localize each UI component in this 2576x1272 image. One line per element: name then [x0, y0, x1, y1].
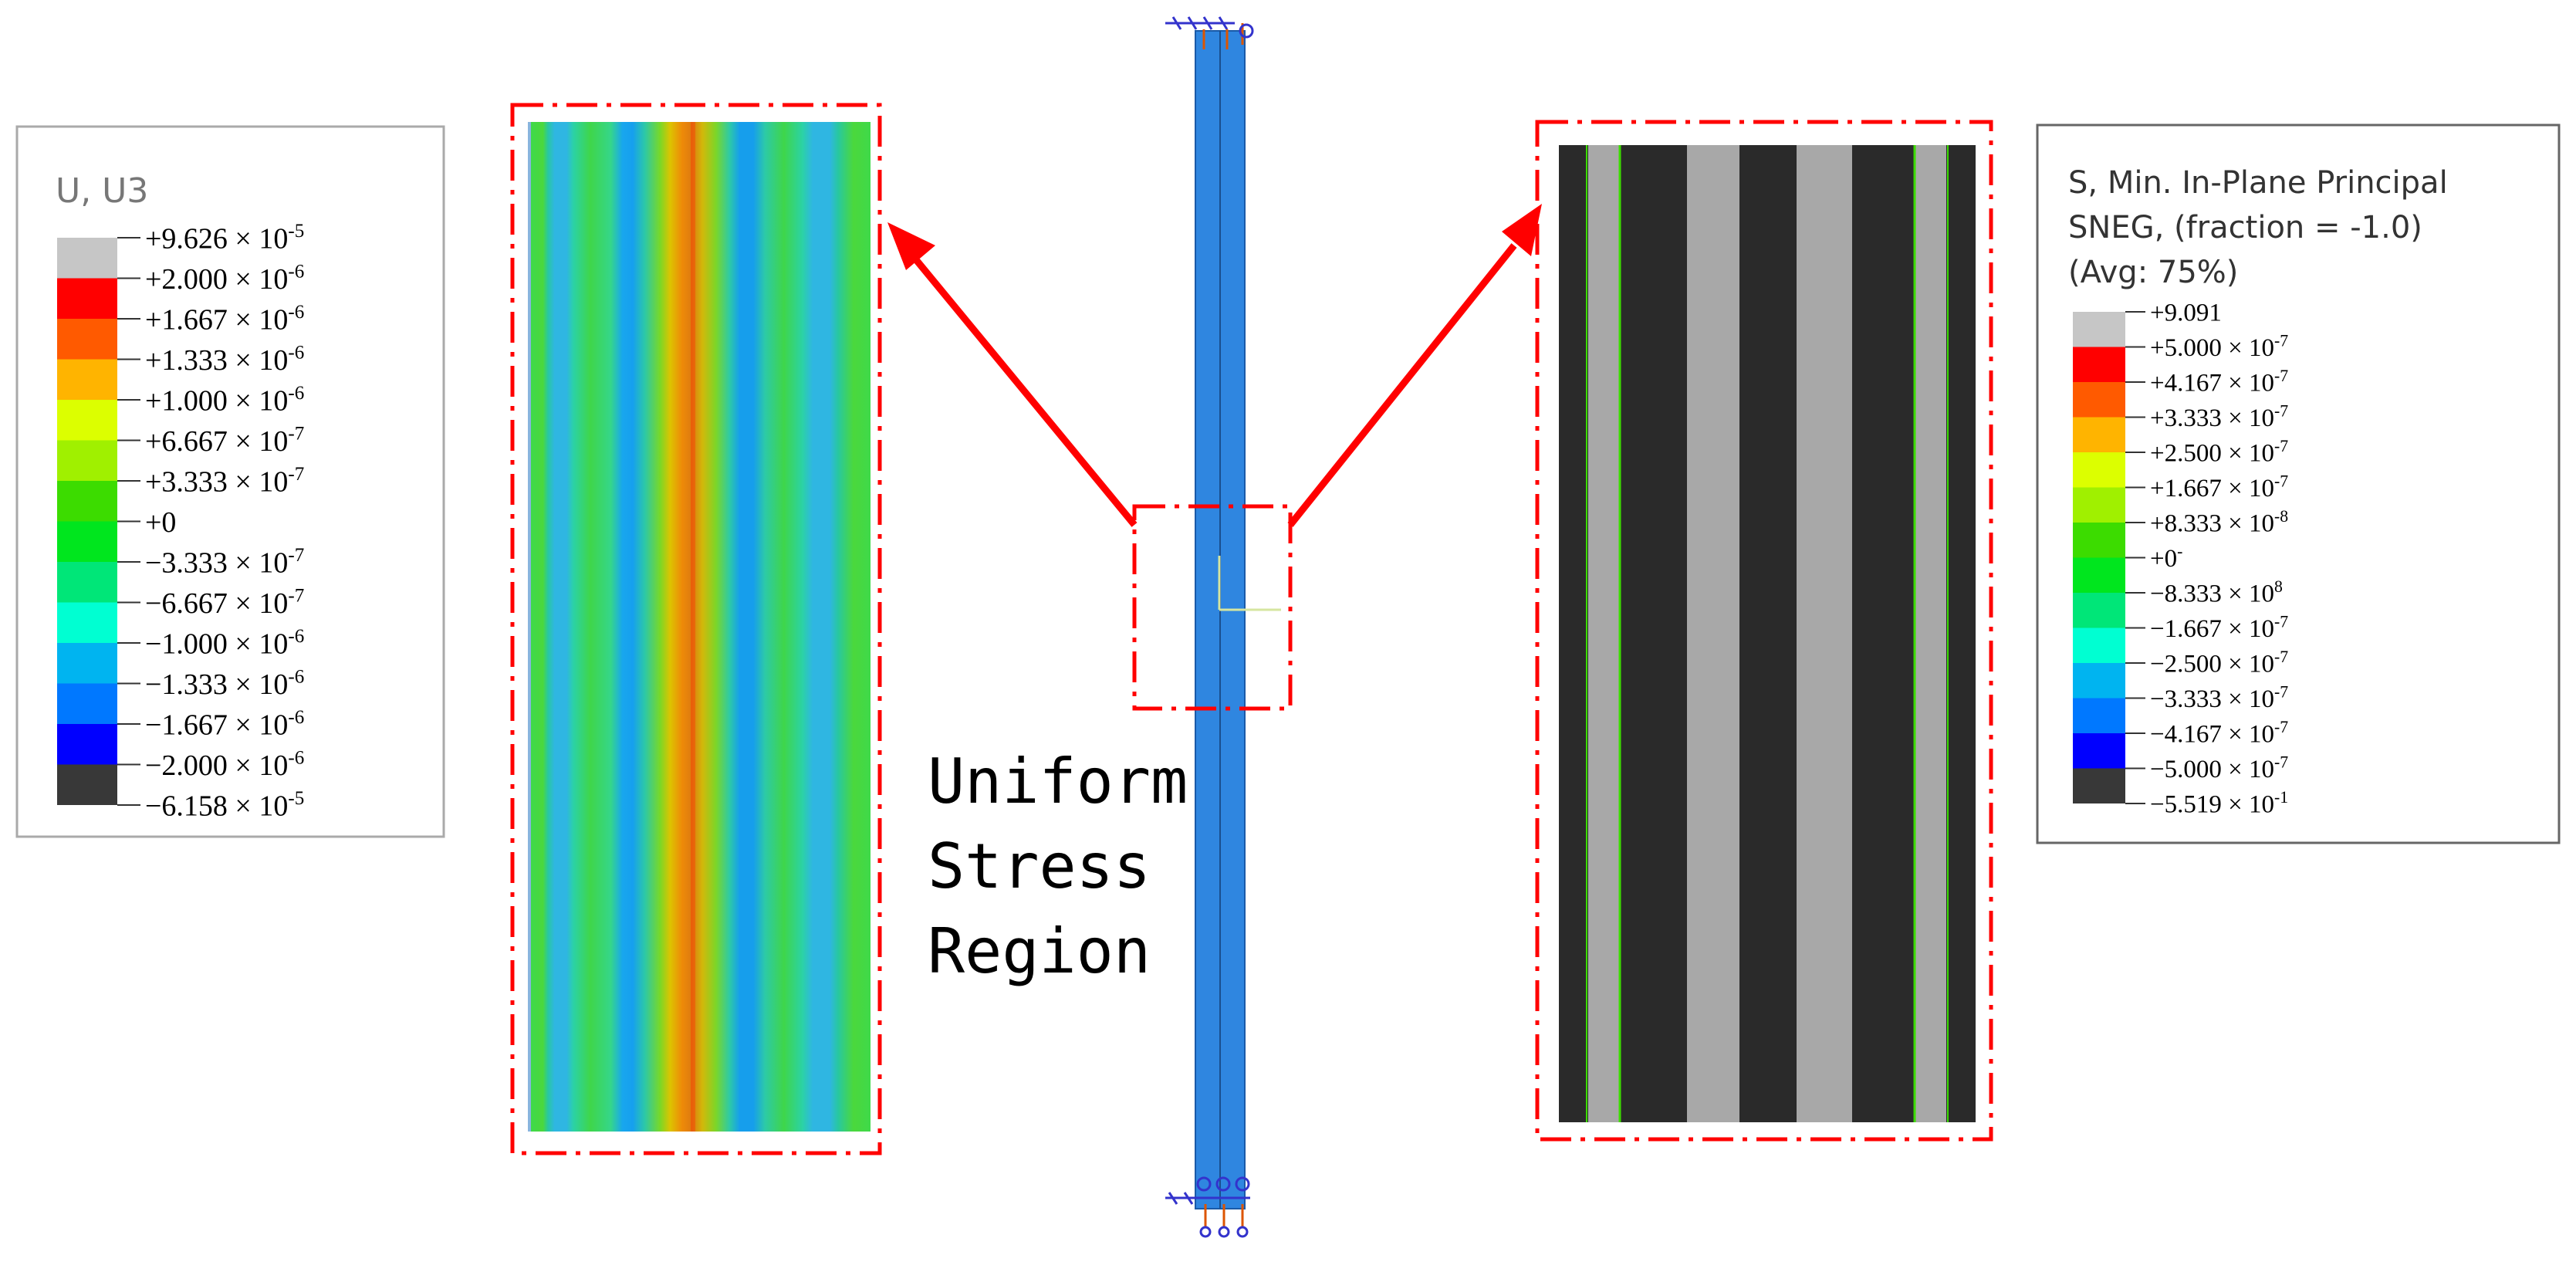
legend-label: +2.000 × 10-6	[145, 261, 304, 295]
right-legend-swatches	[2073, 312, 2125, 803]
arrow-shaft-left	[908, 251, 1138, 527]
arrow-left-icon	[887, 222, 935, 270]
legend-swatch	[57, 764, 117, 805]
right-legend-title-line-2: SNEG, (fraction = -1.0)	[2068, 210, 2422, 245]
legend-swatch	[2073, 312, 2125, 347]
column-model	[1132, 16, 1293, 1238]
column-zoom-region	[1132, 504, 1293, 711]
legend-label: +1.333 × 10-6	[145, 342, 304, 376]
annotation-line-3: Region	[928, 915, 1151, 987]
legend-swatch	[57, 562, 117, 603]
stress-zoom-frame	[1535, 120, 1993, 1142]
legend-label: +1.667 × 10-7	[2150, 472, 2288, 503]
legend-label: +1.000 × 10-6	[145, 383, 304, 417]
stress-light-band-4	[1915, 145, 1946, 1122]
legend-swatch	[2073, 523, 2125, 558]
right-legend-labels: +9.091 +5.000 × 10-7 +4.167 × 10-7 +3.333 ×…	[2125, 299, 2288, 819]
left-legend-title: U, U3	[56, 171, 148, 211]
legend-label: −6.667 × 10-7	[145, 585, 304, 619]
legend-label: +4.167 × 10-7	[2150, 367, 2288, 398]
legend-swatch	[57, 481, 117, 522]
legend-label: +6.667 × 10-7	[145, 423, 304, 457]
legend-swatch	[2073, 698, 2125, 733]
left-legend: U, U3 +9.626 × 10-5 +2.000 × 10-6 +1.667 ×…	[15, 125, 445, 838]
legend-swatch	[57, 521, 117, 562]
right-legend-title-line-3: (Avg: 75%)	[2068, 255, 2238, 290]
legend-label: −5.000 × 10-7	[2150, 753, 2288, 784]
stress-contour-panel	[1535, 120, 1993, 1142]
legend-swatch	[2073, 557, 2125, 593]
right-legend: S, Min. In-Plane Principal SNEG, (fracti…	[2036, 123, 2561, 844]
annotation-line-2: Stress	[928, 831, 1151, 902]
legend-label: +9.626 × 10-5	[145, 221, 304, 255]
annotation-line-1: Uniform	[928, 746, 1188, 817]
right-legend-title-line-1: S, Min. In-Plane Principal	[2068, 165, 2448, 201]
displacement-contour-panel	[510, 103, 882, 1155]
legend-label: +0	[145, 506, 176, 539]
zoom-arrows	[887, 204, 1542, 527]
displacement-contour-plot	[531, 122, 870, 1132]
legend-label: −8.333 × 108	[2150, 577, 2283, 608]
legend-swatch	[57, 319, 117, 360]
legend-label: +5.000 × 10-7	[2150, 332, 2288, 363]
stress-contour-plot	[1559, 145, 1976, 1122]
legend-swatch	[57, 643, 117, 684]
legend-label: −2.000 × 10-6	[145, 747, 304, 781]
legend-swatch	[2073, 768, 2125, 803]
legend-label: +3.333 × 10-7	[2150, 402, 2288, 433]
legend-swatch	[2073, 733, 2125, 769]
legend-swatch	[57, 724, 117, 765]
left-legend-labels: +9.626 × 10-5 +2.000 × 10-6 +1.667 × 10-6 +…	[117, 221, 304, 822]
legend-label: −4.167 × 10-7	[2150, 718, 2288, 749]
legend-swatch	[2073, 663, 2125, 699]
arrow-shaft-right	[1287, 243, 1517, 527]
legend-label: +8.333 × 10-8	[2150, 507, 2288, 538]
legend-swatch	[57, 683, 117, 724]
legend-label: −1.333 × 10-6	[145, 666, 304, 700]
legend-label: −5.519 × 10-1	[2150, 788, 2288, 819]
stress-light-band-3	[1797, 145, 1852, 1122]
stress-light-band-2	[1687, 145, 1739, 1122]
legend-label: −3.333 × 10-7	[2150, 683, 2288, 714]
legend-swatch	[2073, 417, 2125, 452]
legend-label: −1.667 × 10-7	[2150, 613, 2288, 644]
stress-light-band-1	[1588, 145, 1619, 1122]
legend-swatch	[57, 238, 117, 279]
displacement-zoom-frame	[510, 103, 882, 1155]
legend-label: +1.667 × 10-6	[145, 302, 304, 336]
legend-label: +2.500 × 10-7	[2150, 437, 2288, 468]
legend-label: −1.667 × 10-6	[145, 707, 304, 741]
legend-label: +9.091	[2150, 299, 2222, 327]
legend-swatch	[57, 278, 117, 319]
legend-swatch	[57, 400, 117, 441]
displacement-centerline	[691, 122, 695, 1132]
arrow-right-icon	[1502, 204, 1542, 256]
uniform-stress-annotation: Uniform Stress Region	[928, 746, 1188, 987]
legend-swatch	[2073, 628, 2125, 663]
legend-swatch	[2073, 347, 2125, 382]
left-legend-swatches	[57, 238, 117, 805]
legend-swatch	[57, 359, 117, 400]
legend-swatch	[57, 440, 117, 481]
legend-swatch	[2073, 593, 2125, 628]
legend-label: −2.500 × 10-7	[2150, 648, 2288, 678]
legend-swatch	[57, 602, 117, 643]
displacement-edge-line	[528, 122, 531, 1132]
top-boundary-markers-icon	[1165, 16, 1254, 49]
legend-label: −1.000 × 10-6	[145, 626, 304, 660]
coordinate-triad-icon	[1218, 556, 1281, 611]
legend-label: −6.158 × 10-5	[145, 788, 304, 822]
legend-label: +3.333 × 10-7	[145, 464, 304, 498]
legend-swatch	[2073, 487, 2125, 523]
legend-swatch	[2073, 452, 2125, 488]
legend-swatch	[2073, 382, 2125, 418]
legend-label: −3.333 × 10-7	[145, 545, 304, 579]
bottom-boundary-markers-icon	[1165, 1176, 1250, 1238]
